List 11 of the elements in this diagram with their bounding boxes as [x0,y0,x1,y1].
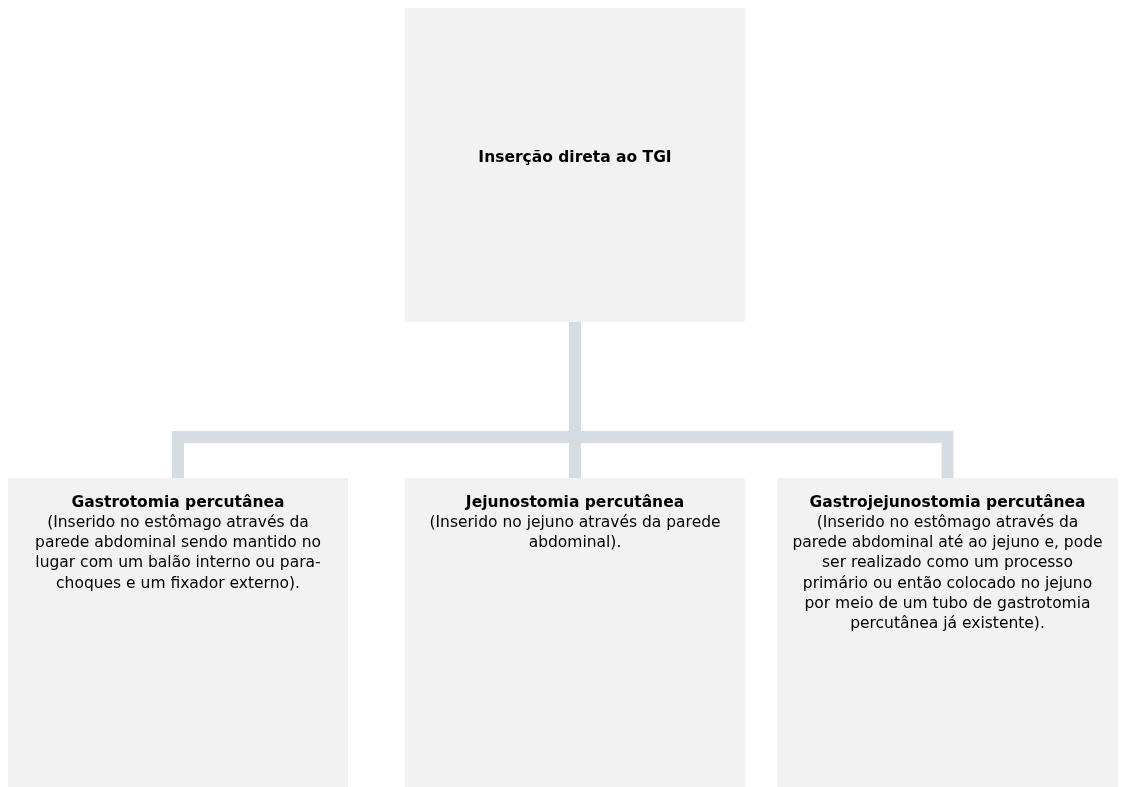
box-description: (Inserido no estômago através da parede abdominal sendo mantido no lugar com um balão interno ou para-choques e um fixador externo). [34,512,322,593]
box-description: (Inserido no jejuno através da parede abdominal). [428,512,722,553]
box-heading: Gastrojejunostomia percutânea [809,492,1086,513]
process-box [405,8,745,322]
box-heading: Gastrotomia percutânea [71,492,285,513]
box-description: (Inserido no estômago através da parede abdominal até ao jejuno e, pode ser realizado como um processo primário ou então colocado no jejuno por meio de um tubo de gastrotomia percutânea já existente). [791,512,1104,633]
process-box [777,478,1118,787]
process-box [8,478,348,787]
box-heading: Inserção direta ao TGI [478,146,672,168]
process-box [405,478,745,787]
box-heading: Jejunostomia percutânea [465,492,685,513]
